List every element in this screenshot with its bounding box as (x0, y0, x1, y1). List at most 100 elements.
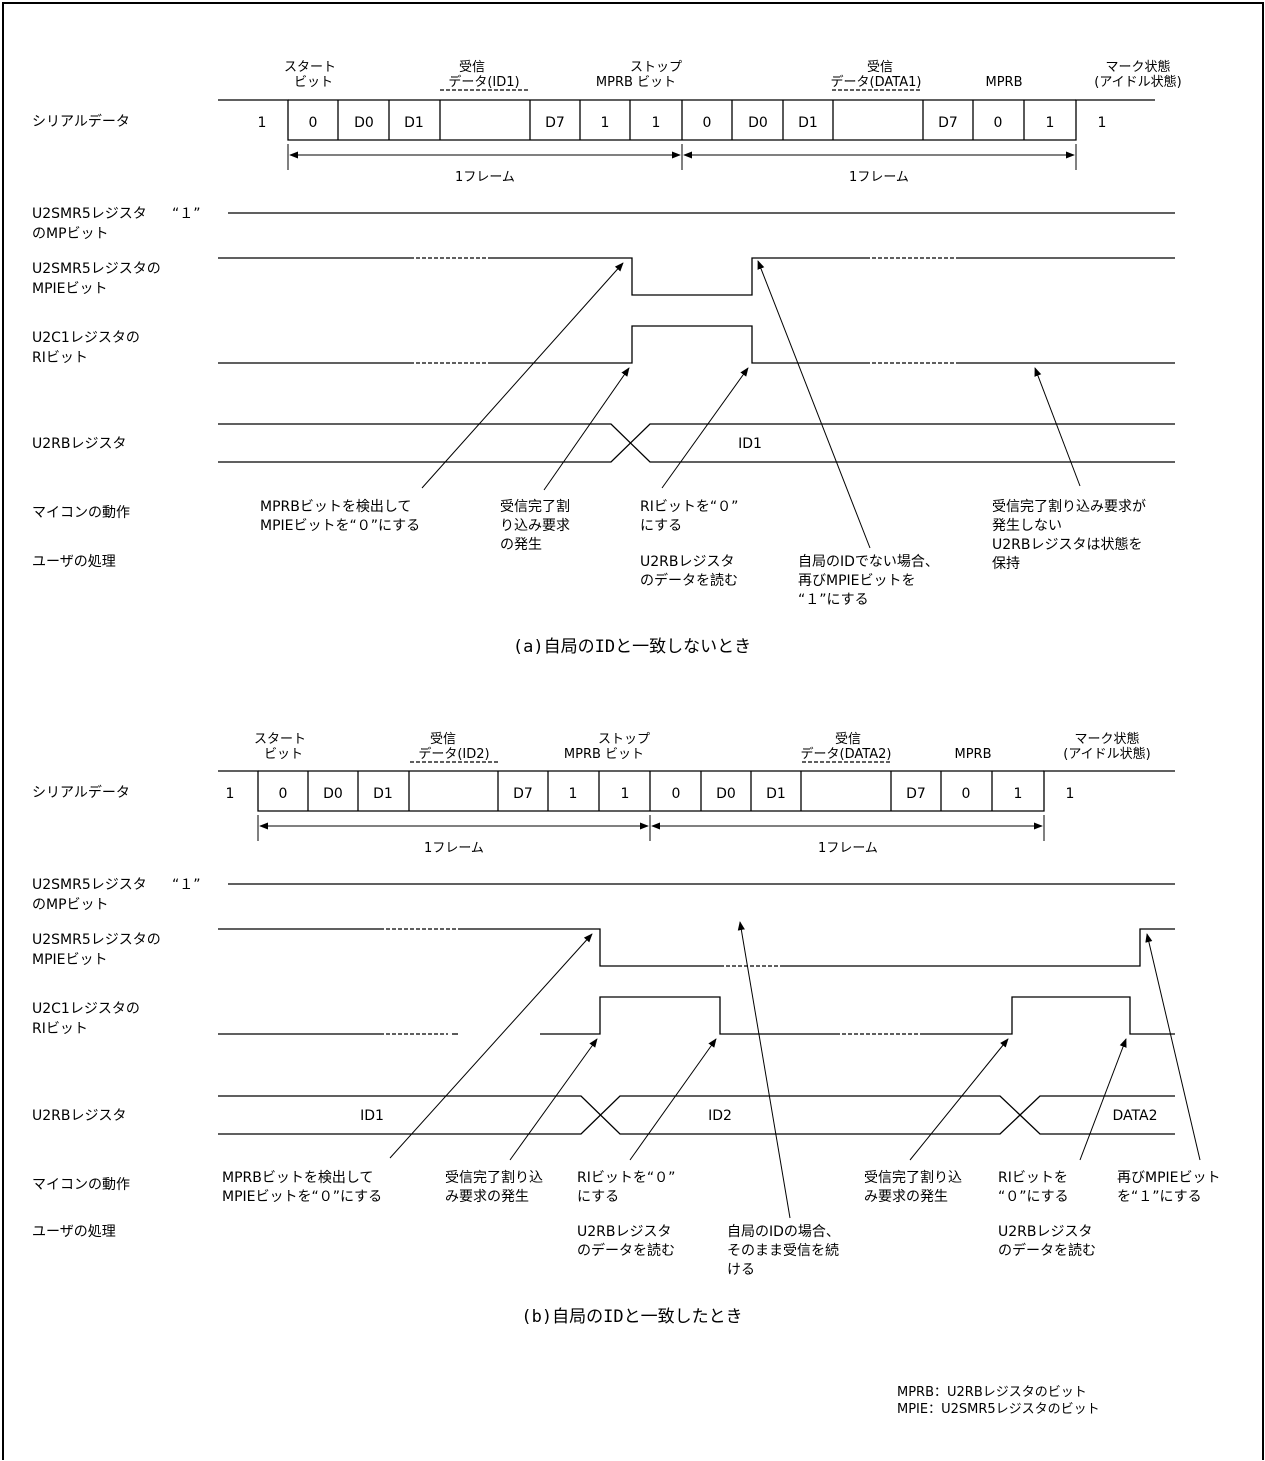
annot-b1-line2: MPIEビットを“０”にする (222, 1189, 382, 1205)
rb-wave-a: ID1 (218, 423, 1175, 463)
bit-b-5: 1 (569, 786, 578, 802)
bit-a-4: D7 (545, 115, 565, 131)
bit-a-0: 1 (258, 115, 267, 131)
header-start-line2: ビット (294, 75, 333, 90)
bit-a-3: D1 (404, 115, 424, 131)
header-start-line1: スタート (284, 60, 336, 75)
ri-wave-a (218, 325, 1175, 364)
bit-a-13: 1 (1098, 115, 1107, 131)
frame-arrows-b: 1フレーム 1フレーム (257, 815, 1045, 856)
row-label-b-mcu: マイコンの動作 (32, 1177, 130, 1193)
row-label-b-ri-line1: U2C1レジスタの (32, 1001, 140, 1017)
bit-a-8: D0 (748, 115, 768, 131)
header-stop-line1: ストップ (630, 60, 682, 75)
frame-label-a1: 1フレーム (455, 170, 515, 185)
header-b-stop-line1: ストップ (598, 732, 650, 747)
bit-b-3: D1 (373, 786, 393, 802)
header-mark-line2: (アイドル状態) (1094, 74, 1182, 90)
row-label-b-mp-value: “１” (172, 877, 201, 893)
frame-label-a2: 1フレーム (849, 170, 909, 185)
annot-a3u-line1: U2RBレジスタ (640, 554, 735, 570)
bit-a-1: 0 (309, 115, 318, 131)
annot-b6-line1: RIビットを (998, 1170, 1068, 1186)
header-b-start-line2: ビット (264, 747, 303, 762)
serial-wave-b: 1 0 D0 D1 D7 1 1 0 D0 D1 D7 0 1 1 (218, 770, 1175, 812)
bit-a-7: 0 (703, 115, 712, 131)
bit-b-8: D0 (716, 786, 736, 802)
bit-b-6: 1 (621, 786, 630, 802)
section-a-header: スタート ビット 受信 データ(ID1) ストップ MPRB ビット 受信 デー… (284, 59, 1182, 91)
annot-a2-line3: の発生 (500, 537, 542, 553)
annot-b5-line1: 受信完了割り込 (864, 1169, 962, 1186)
header-rxdata1-line1: 受信 (459, 60, 485, 75)
row-label-mpie-line1: U2SMR5レジスタの (32, 261, 161, 277)
annot-b7-line2: を“１”にする (1117, 1189, 1202, 1205)
annot-a2-line2: り込み要求 (500, 518, 570, 534)
bit-b-10: D7 (906, 786, 926, 802)
rb-value-b-data2: DATA2 (1113, 1108, 1158, 1124)
bit-b-12: 1 (1014, 786, 1023, 802)
annot-b6-line2: “０”にする (998, 1189, 1069, 1205)
annot-a3-line1: RIビットを“０” (640, 499, 738, 515)
header-rxdata2-line1: 受信 (867, 60, 893, 75)
bit-a-12: 1 (1046, 115, 1055, 131)
frame-arrows-a: 1フレーム 1フレーム (287, 144, 1077, 185)
section-b: スタート ビット 受信 データ(ID2) ストップ MPRB ビット 受信 デー… (32, 731, 1221, 1327)
row-label-mp-value: “１” (172, 206, 201, 222)
rb-value-b-id1: ID1 (360, 1108, 384, 1124)
row-label-b-ri-line2: RIビット (32, 1021, 88, 1037)
annot-a3-line2: にする (640, 518, 682, 534)
annot-a5-line2: 発生しない (992, 518, 1062, 534)
annot-a1-line2: MPIEビットを“０”にする (260, 518, 420, 534)
annot-b1-line1: MPRBビットを検出して (222, 1170, 373, 1186)
bit-b-0: 1 (226, 786, 235, 802)
bit-b-9: D1 (766, 786, 786, 802)
annotation-arrows-b (389, 921, 1201, 1219)
mpie-wave-a (218, 257, 1175, 296)
ri-wave-b (218, 996, 1175, 1035)
annot-b2-line1: 受信完了割り込 (445, 1169, 543, 1186)
section-b-header: スタート ビット 受信 データ(ID2) ストップ MPRB ビット 受信 デー… (254, 731, 1151, 763)
row-label-b-serial: シリアルデータ (32, 784, 130, 801)
legend: MPRB：U2RBレジスタのビット MPIE：U2SMR5レジスタのビット (897, 1385, 1100, 1417)
legend-mpie: MPIE：U2SMR5レジスタのビット (897, 1402, 1100, 1417)
annot-b4-line3: ける (727, 1262, 755, 1278)
bit-a-5: 1 (601, 115, 610, 131)
header-b-rxdata2-line2: データ(DATA2) (801, 746, 892, 762)
header-b-rxdata2-line1: 受信 (835, 732, 861, 747)
row-label-b-mpie-line1: U2SMR5レジスタの (32, 932, 161, 948)
annot-b7-line1: 再びMPIEビット (1117, 1170, 1221, 1186)
row-label-mcu: マイコンの動作 (32, 505, 130, 521)
row-label-b-mp-line1: U2SMR5レジスタ (32, 877, 147, 893)
bit-b-13: 1 (1066, 786, 1075, 802)
bit-a-11: 0 (994, 115, 1003, 131)
annot-b3u-line2: のデータを読む (577, 1242, 675, 1259)
row-label-b-mp-line2: のMPビット (32, 897, 109, 913)
bit-b-4: D7 (513, 786, 533, 802)
annot-b6u-line1: U2RBレジスタ (998, 1224, 1093, 1240)
annot-a1-line1: MPRBビットを検出して (260, 499, 411, 515)
header-b-rxdata1-line2: データ(ID2) (418, 746, 489, 762)
row-label-ri-line2: RIビット (32, 350, 88, 366)
header-b-mark-line2: (アイドル状態) (1063, 746, 1151, 762)
header-b-stop-line2: MPRB ビット (564, 747, 644, 762)
annot-b3-line2: にする (577, 1189, 619, 1205)
bit-a-6: 1 (652, 115, 661, 131)
annot-b3-line1: RIビットを“０” (577, 1170, 675, 1186)
annot-a5-line4: 保持 (992, 556, 1020, 572)
annotation-arrows-a (421, 260, 1081, 549)
annot-a4-line2: 再びMPIEビットを (798, 573, 916, 589)
rb-wave-b: ID1 ID2 DATA2 (218, 1095, 1175, 1135)
header-mark-line1: マーク状態 (1105, 59, 1170, 75)
annot-a5-line3: U2RBレジスタは状態を (992, 537, 1143, 553)
annot-a3u-line2: のデータを読む (640, 572, 738, 589)
row-label-mp-line1: U2SMR5レジスタ (32, 206, 147, 222)
annot-a4-line1: 自局のIDでない場合、 (798, 554, 939, 570)
bit-b-1: 0 (279, 786, 288, 802)
bit-a-10: D7 (938, 115, 958, 131)
annot-b5-line2: み要求の発生 (864, 1189, 948, 1205)
header-stop-line2: MPRB ビット (596, 75, 676, 90)
caption-b: (b)自局のIDと一致したとき (521, 1307, 742, 1327)
frame-label-b2: 1フレーム (818, 841, 878, 856)
